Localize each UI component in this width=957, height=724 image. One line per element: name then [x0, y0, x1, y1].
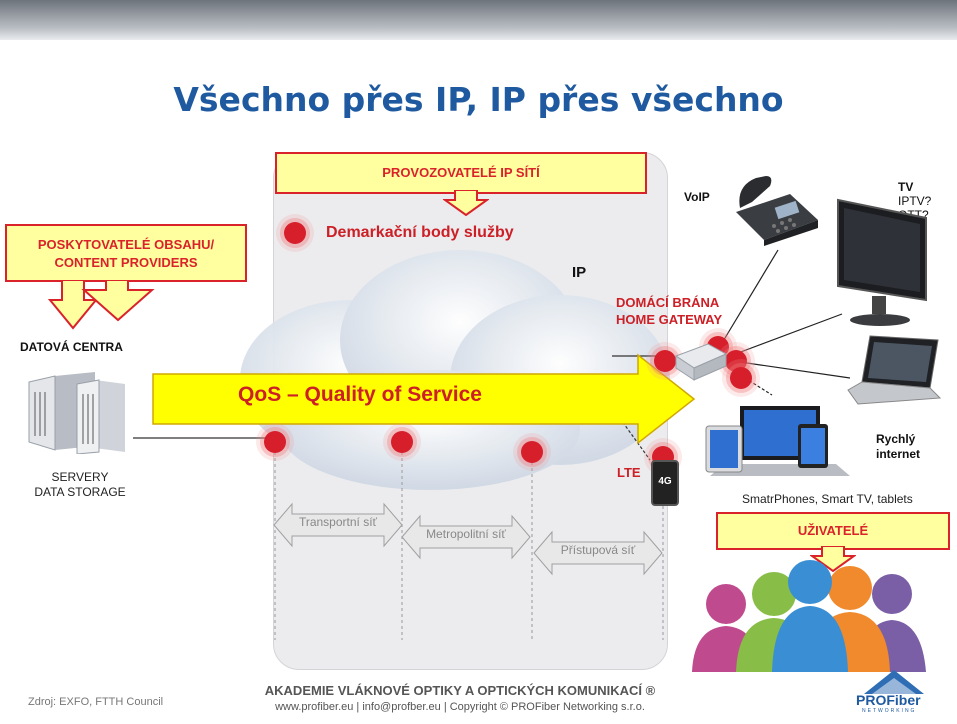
demarcation-dot-metro — [391, 431, 413, 453]
users-callout: UŽIVATELÉ — [716, 512, 950, 550]
segment-arrow-access — [533, 530, 663, 576]
demarcation-label: Demarkační body služby — [326, 224, 514, 241]
slide-title: Všechno přes IP, IP přes všechno — [173, 80, 784, 119]
qos-label: QoS – Quality of Service — [238, 383, 482, 406]
segment-label-access: Přístupová síť — [560, 543, 636, 557]
voip-label: VoIP — [684, 190, 710, 204]
demarcation-dot-access — [521, 441, 543, 463]
qos-arrow — [152, 353, 696, 445]
fast-internet-label: Rychlý internet — [876, 432, 920, 462]
providers-line-1: POSKYTOVATELÉ OBSAHU/ — [37, 237, 215, 252]
iptv-label: IPTV? — [898, 194, 932, 208]
phone-4g-icon: 4G — [651, 460, 679, 506]
users-arrow-down — [810, 546, 856, 572]
gateway-device-icon — [674, 343, 728, 381]
home-gateway-line-2: HOME GATEWAY — [616, 312, 723, 327]
devices-icon — [705, 406, 850, 476]
lte-label: LTE — [617, 465, 641, 480]
segment-label-metro: Metropolitní síť — [426, 527, 506, 541]
footer: Zdroj: EXFO, FTTH Council AKADEMIE VLÁKN… — [0, 670, 957, 724]
server-icon — [28, 372, 125, 454]
segment-label-transport: Transportní síť — [298, 515, 378, 529]
providers-line-2: CONTENT PROVIDERS — [54, 255, 198, 270]
logo-text: PROFiber — [856, 692, 921, 708]
footer-title: AKADEMIE VLÁKNOVÉ OPTIKY A OPTICKÝCH KOM… — [264, 683, 656, 698]
ip-label: IP — [572, 264, 587, 281]
demarcation-dot-gateway-3 — [730, 367, 752, 389]
demarcation-dot-transport — [264, 431, 286, 453]
operators-arrow-down — [443, 190, 489, 216]
demarcation-legend-dot — [284, 222, 306, 244]
logo-subtext: NETWORKING — [862, 708, 917, 714]
users-icon — [692, 560, 926, 672]
fast-internet-line-2: internet — [876, 447, 921, 461]
providers-arrows-down — [48, 280, 155, 330]
demarcation-dot-gateway-input — [654, 350, 676, 372]
home-gateway-label: DOMÁCÍ BRÁNA HOME GATEWAY — [616, 294, 722, 328]
home-gateway-line-1: DOMÁCÍ BRÁNA — [616, 295, 720, 310]
servers-line-2: DATA STORAGE — [34, 485, 126, 499]
demarcation-dot-gateway-2 — [725, 350, 747, 372]
top-banner — [0, 0, 957, 40]
segment-arrow-transport — [273, 502, 403, 548]
tv-label: TV — [898, 180, 914, 194]
source-note: Zdroj: EXFO, FTTH Council — [28, 696, 164, 708]
content-providers-callout: POSKYTOVATELÉ OBSAHU/ CONTENT PROVIDERS — [5, 224, 247, 282]
footer-contact: www.profiber.eu | info@profber.eu | Copy… — [275, 701, 645, 713]
profiber-logo: PROFiber NETWORKING — [842, 666, 942, 720]
datacenter-label: DATOVÁ CENTRA — [20, 340, 123, 354]
laptop-icon — [847, 335, 942, 405]
devices-caption: SmatrPhones, Smart TV, tablets — [742, 492, 913, 506]
voip-phone-icon — [736, 176, 818, 246]
operators-callout: PROVOZOVATELÉ IP SÍTÍ — [275, 152, 647, 194]
servers-line-1: SERVERY — [51, 470, 109, 484]
fast-internet-line-1: Rychlý — [876, 432, 916, 446]
segment-arrow-metro — [401, 514, 531, 560]
servers-caption: SERVERY DATA STORAGE — [25, 470, 135, 500]
tv-icon — [837, 198, 927, 326]
logo-triangle-icon — [864, 670, 924, 694]
